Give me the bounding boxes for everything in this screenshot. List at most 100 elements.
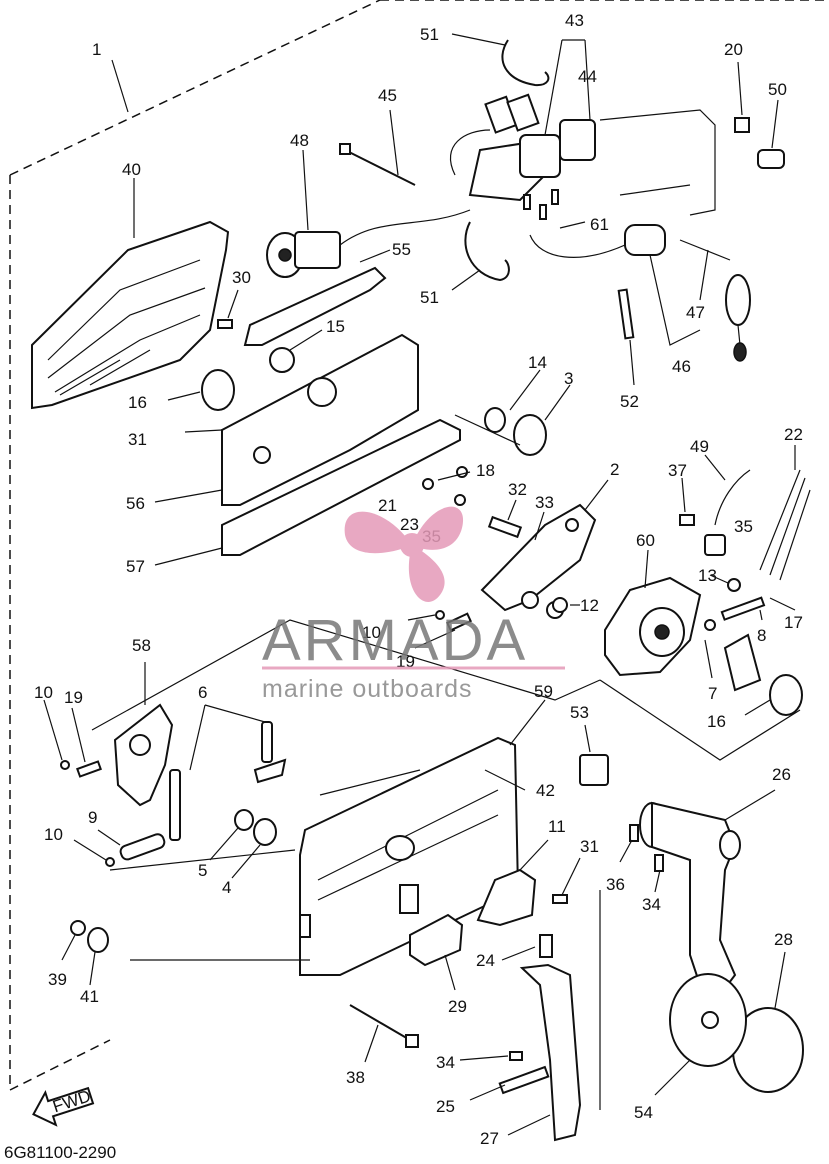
callout-label: 15 bbox=[326, 317, 345, 336]
cable-tie-part bbox=[617, 288, 635, 386]
callout-label: 29 bbox=[448, 997, 467, 1016]
callout-label: 33 bbox=[535, 493, 554, 512]
callout-label: 47 bbox=[686, 303, 705, 322]
callout-label: 13 bbox=[698, 566, 717, 585]
cover-grille-part bbox=[31, 178, 230, 410]
screw-set-part bbox=[459, 824, 664, 1061]
callout-label: 30 bbox=[232, 268, 251, 287]
callout-label: 10 bbox=[362, 623, 381, 642]
lever-plate-part bbox=[243, 249, 391, 346]
assembly-boundary bbox=[9, 0, 829, 1091]
callout-label: 31 bbox=[128, 430, 147, 449]
nut-part bbox=[552, 597, 580, 613]
callout-label: 19 bbox=[396, 652, 415, 671]
callout-label: 26 bbox=[772, 765, 791, 784]
callout-label: 55 bbox=[392, 240, 411, 259]
harness-lead-part bbox=[679, 445, 811, 581]
callout-label: 31 bbox=[580, 837, 599, 856]
callout-label: 16 bbox=[128, 393, 147, 412]
detent-hardware-part bbox=[704, 574, 796, 692]
callout-label: 27 bbox=[480, 1129, 499, 1148]
callout-label: 7 bbox=[708, 684, 717, 703]
callout-label: 50 bbox=[768, 80, 787, 99]
callout-label: 48 bbox=[290, 131, 309, 150]
callout-label: 61 bbox=[590, 215, 609, 234]
callout-label: 35 bbox=[734, 517, 753, 536]
fwd-label: FWD bbox=[50, 1086, 93, 1116]
callout-label: 23 bbox=[400, 515, 419, 534]
callout-label: 58 bbox=[132, 636, 151, 655]
callout-label: 16 bbox=[707, 712, 726, 731]
callout-label: 49 bbox=[690, 437, 709, 456]
callout-label: 56 bbox=[126, 494, 145, 513]
callout-label: 54 bbox=[634, 1103, 653, 1122]
callout-label: 6 bbox=[198, 683, 207, 702]
callout-label: 21 bbox=[378, 496, 397, 515]
callout-label: 59 bbox=[534, 682, 553, 701]
callout-label: 19 bbox=[64, 688, 83, 707]
lever-arm-part bbox=[654, 973, 747, 1096]
main-switch-harness-part bbox=[449, 39, 596, 202]
callout-label: 12 bbox=[580, 596, 599, 615]
remote-handle-part bbox=[639, 789, 776, 997]
callout-label: 11 bbox=[548, 817, 566, 836]
callout-label: 36 bbox=[606, 875, 625, 894]
part-code: 6G81100-2290 bbox=[4, 1143, 116, 1162]
callout-label: 5 bbox=[198, 861, 207, 880]
long-screw-part bbox=[349, 1004, 419, 1063]
callout-label: 45 bbox=[378, 86, 397, 105]
bracket-clip-part bbox=[409, 913, 464, 991]
callout-label: 14 bbox=[528, 353, 547, 372]
throttle-cam-part bbox=[476, 839, 549, 927]
callout-label: 10 bbox=[44, 825, 63, 844]
callout-label: 39 bbox=[48, 970, 67, 989]
callout-label: 3 bbox=[564, 369, 573, 388]
pin-clip-part bbox=[43, 610, 472, 867]
callout-label: 41 bbox=[80, 987, 99, 1006]
callout-label: 34 bbox=[436, 1053, 455, 1072]
callout-label: 10 bbox=[34, 683, 53, 702]
friction-gear-part bbox=[604, 549, 702, 677]
callout-label: 46 bbox=[672, 357, 691, 376]
callout-label: 37 bbox=[668, 461, 687, 480]
callout-label: 22 bbox=[784, 425, 803, 444]
callout-label: 18 bbox=[476, 461, 495, 480]
watermark-tagline: marine outboards bbox=[262, 675, 473, 703]
control-housing-part bbox=[154, 333, 461, 566]
bushing-part bbox=[167, 289, 803, 716]
bolt-part bbox=[487, 499, 545, 541]
callout-label: 4 bbox=[222, 878, 231, 897]
callout-label: 34 bbox=[642, 895, 661, 914]
cable-clip-part bbox=[451, 33, 550, 291]
grommet-part bbox=[757, 99, 785, 169]
callout-labels: 1 40 48 45 51 4 3 44 20 50 61 55 51 47 46… bbox=[34, 11, 803, 1148]
callout-label: 40 bbox=[122, 160, 141, 179]
callout-label: 24 bbox=[476, 951, 495, 970]
callout-label: 32 bbox=[508, 480, 527, 499]
callout-label: 2 bbox=[610, 460, 619, 479]
small-clip-part bbox=[734, 61, 750, 133]
callout-label: 20 bbox=[724, 40, 743, 59]
callout-label: 1 bbox=[92, 40, 101, 59]
brand-watermark: ARMADA marine outboards bbox=[262, 506, 565, 703]
callout-label: 51 bbox=[420, 25, 439, 44]
long-bolt-part bbox=[339, 109, 416, 186]
callout-label: 28 bbox=[774, 930, 793, 949]
callout-label: 51 bbox=[420, 288, 439, 307]
stop-switch-part bbox=[529, 224, 751, 362]
callout-label: 60 bbox=[636, 531, 655, 550]
screw-part bbox=[523, 189, 586, 229]
callout-label: 8 bbox=[757, 626, 766, 645]
switch-block-part bbox=[579, 724, 609, 786]
callout-label: 52 bbox=[620, 392, 639, 411]
forward-arrow-icon: FWD bbox=[32, 1086, 95, 1127]
nut-washer-part bbox=[61, 920, 109, 986]
callout-label: 57 bbox=[126, 557, 145, 576]
shift-link-part bbox=[169, 704, 287, 841]
neutral-lever-part bbox=[469, 934, 582, 1142]
shaft-part bbox=[97, 809, 277, 879]
callout-label: 44 bbox=[578, 67, 597, 86]
assembly-guides bbox=[91, 414, 801, 1110]
callout-label: 17 bbox=[784, 613, 803, 632]
